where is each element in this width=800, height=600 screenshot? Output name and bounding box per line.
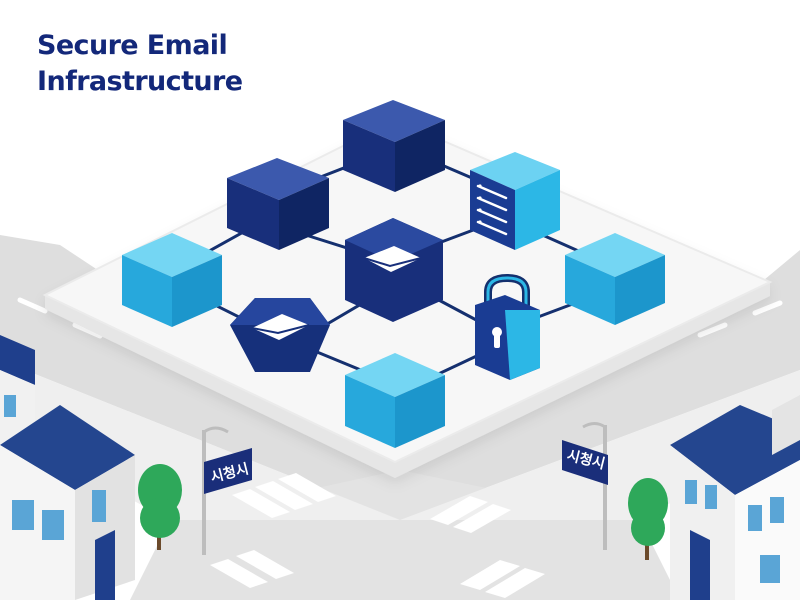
envelope-icon xyxy=(363,246,422,272)
street-lamp-right xyxy=(582,422,607,550)
house-right xyxy=(670,405,800,600)
title-line-1: Secure Email xyxy=(37,30,228,61)
node-center-email-hub xyxy=(345,218,443,322)
node-server xyxy=(470,152,560,250)
envelope-icon-2 xyxy=(251,314,310,340)
server-icon xyxy=(476,184,508,236)
tree-right xyxy=(628,478,668,560)
server-lights xyxy=(478,184,482,224)
node-right-cyan-cube xyxy=(565,233,665,325)
node-top-cube xyxy=(343,100,445,192)
crosswalk-left xyxy=(232,473,336,518)
crosswalk-bottom xyxy=(210,550,294,588)
street-sign-icon: 시청시 xyxy=(204,448,252,494)
lane-markings xyxy=(17,297,783,339)
node-bottom-cyan-cube xyxy=(345,353,445,448)
padlock-icon xyxy=(475,273,540,380)
house-icon xyxy=(0,405,135,600)
house-far-right xyxy=(772,395,800,455)
title-line-2: Infrastructure xyxy=(37,66,243,97)
node-lower-email xyxy=(230,298,330,372)
tree-icon xyxy=(138,464,182,550)
crosswalk-right xyxy=(430,496,545,598)
road-right xyxy=(400,250,800,520)
node-left-cyan-cube xyxy=(122,233,222,327)
page-title: Secure Email Infrastructure xyxy=(37,28,243,100)
node-left-navy-cube xyxy=(227,158,329,250)
